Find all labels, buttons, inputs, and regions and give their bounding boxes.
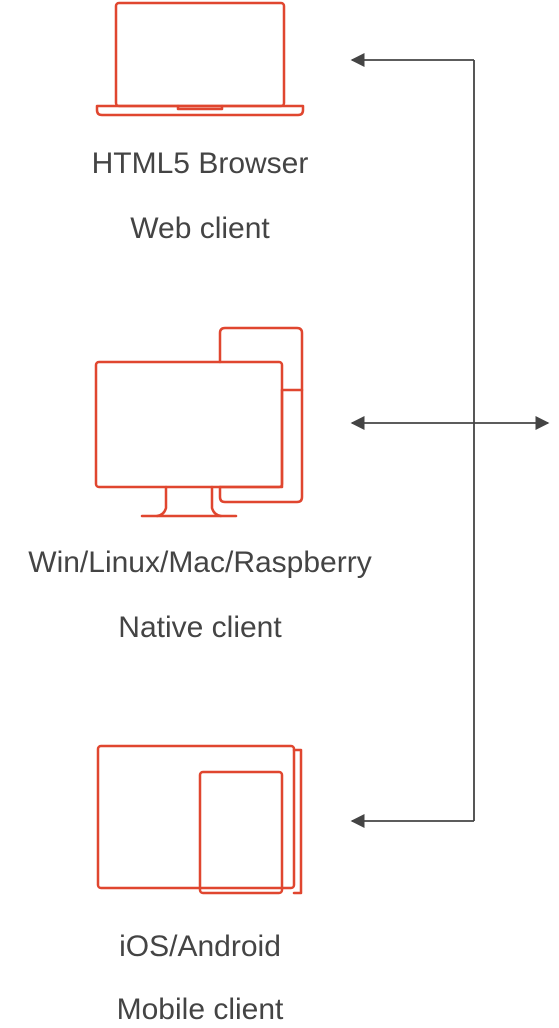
desktop-computer-icon [94, 326, 304, 518]
native-client-type-label: Native client [118, 611, 282, 644]
tablet-phone-icon [96, 744, 303, 895]
native-client-platform-label: Win/Linux/Mac/Raspberry [28, 546, 372, 579]
web-client-platform-label: HTML5 Browser [91, 147, 309, 180]
web-client-type-label: Web client [130, 212, 270, 245]
mobile-client-platform-label: iOS/Android [119, 930, 281, 963]
connector [350, 53, 550, 828]
laptop-icon [95, 1, 305, 117]
mobile-client-type-label: Mobile client [116, 993, 284, 1026]
